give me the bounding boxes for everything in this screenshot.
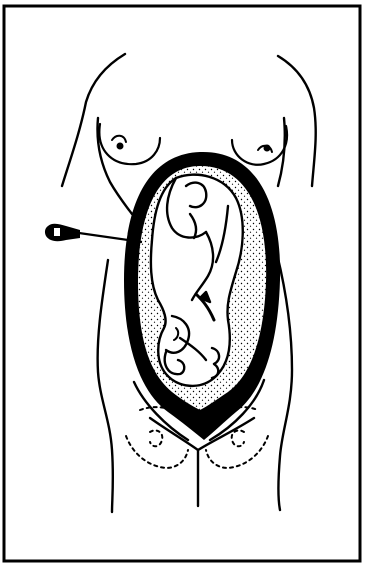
fetus <box>151 175 243 386</box>
syringe-hub-highlight <box>54 228 60 236</box>
